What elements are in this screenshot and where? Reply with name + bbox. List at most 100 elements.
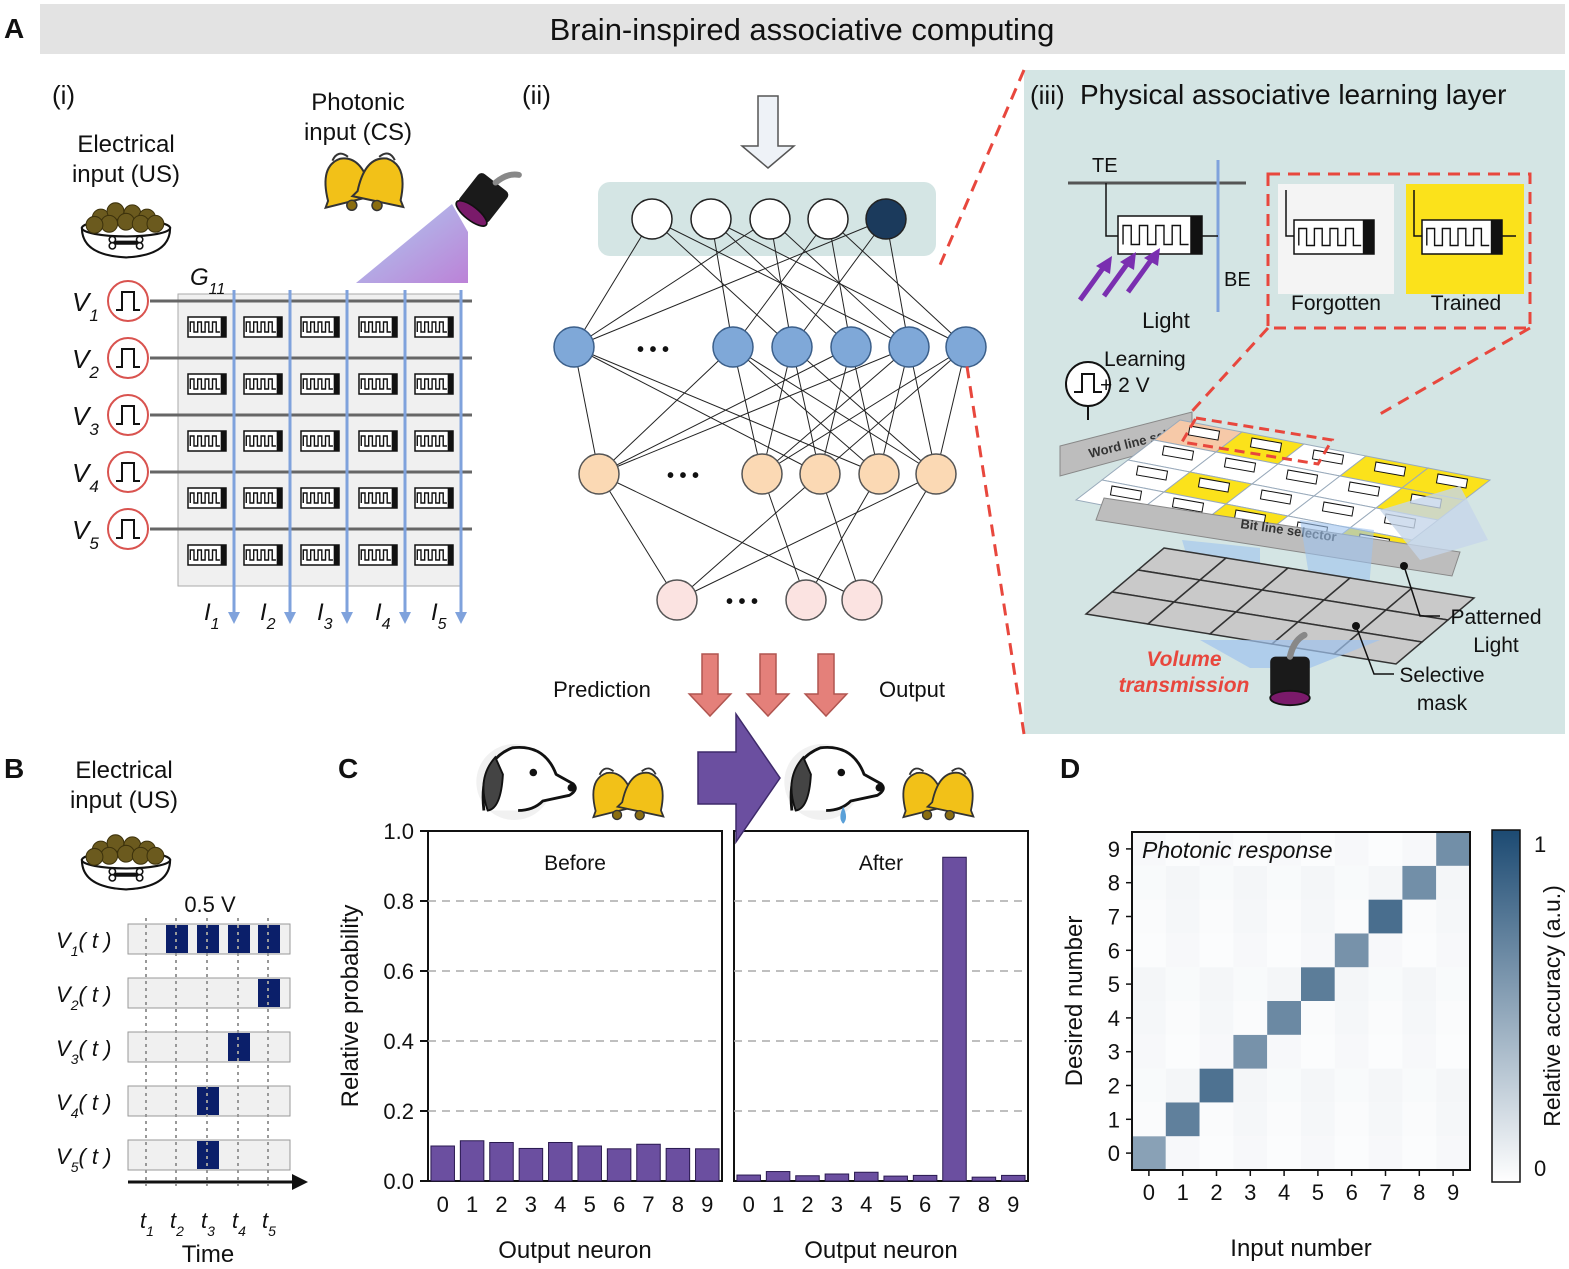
nn-edge [598, 346, 852, 475]
bone-end [108, 867, 117, 876]
electrical-input-label: input (US) [70, 787, 178, 814]
heatmap-cell [1334, 1102, 1369, 1137]
dog-eye [529, 768, 538, 777]
bar [765, 1171, 791, 1182]
light-ray [1101, 258, 1133, 298]
heatmap-cell [1402, 1068, 1437, 1103]
plot-frame [427, 830, 723, 1182]
heatmap-cell [1233, 1001, 1268, 1035]
x-tick-label: 1 [772, 1192, 784, 1217]
bar [854, 1171, 879, 1182]
heatmap-cell [1267, 1068, 1301, 1103]
neuron [865, 198, 907, 240]
y-tick-label: 4 [1108, 1006, 1120, 1031]
bone-end [135, 867, 144, 876]
heatmap-cell [1402, 832, 1437, 866]
neuron [807, 198, 849, 240]
memristor-wave [189, 378, 220, 390]
bar [736, 1174, 761, 1182]
bell-clapper [346, 199, 358, 212]
y-tick-label: 0.8 [383, 889, 414, 914]
heatmap-cell [1334, 967, 1369, 1001]
nn-edge [573, 218, 887, 348]
nn-edge [710, 218, 734, 348]
bit-line-arrow [284, 612, 296, 624]
panel-a-iii-label: (iii) [1030, 80, 1065, 110]
zoom-line [964, 359, 1026, 735]
bone-end [135, 235, 144, 244]
bell-clapper [611, 809, 623, 821]
heatmap-cell [1132, 832, 1166, 866]
ellipsis: • • • [726, 591, 758, 613]
banner-title: Brain-inspired associative computing [550, 12, 1055, 47]
bit-line-arrow [399, 612, 411, 624]
nn-edge [819, 346, 967, 475]
heatmap-cell [1368, 1068, 1403, 1103]
bell-clapper [921, 809, 933, 821]
array-memristor [1197, 477, 1231, 493]
colorbar-tick-label: 0 [1534, 1156, 1546, 1181]
pulse-wave [1074, 373, 1102, 393]
heatmap-cell [1334, 933, 1369, 968]
heatmap-cell [1165, 899, 1200, 934]
panel-a-iii: (iii)Physical associative learning layer… [938, 69, 1565, 735]
volume-transmission-label: Volume [1146, 648, 1221, 671]
light-ray-head [1120, 252, 1136, 270]
heatmap-cell [1267, 1136, 1301, 1170]
bar [636, 1143, 661, 1182]
y-tick-label: 1 [1108, 1107, 1120, 1132]
pulse-source-icon [107, 508, 149, 550]
x-tick-label: 9 [701, 1192, 713, 1217]
heatmap-title: Photonic response [1142, 837, 1333, 863]
y-tick-label: 0.2 [383, 1099, 414, 1124]
memristor-icon [358, 430, 398, 452]
memristor-electrode [220, 431, 226, 451]
heatmap-cell [1233, 865, 1268, 900]
nn-edge [573, 218, 771, 348]
heatmap-cell [1301, 865, 1335, 900]
food-pellet [85, 215, 104, 234]
time-tick-label: t2 [170, 1208, 184, 1239]
memristor-icon [300, 316, 340, 338]
y-axis-label: Relative probability [337, 905, 364, 1108]
heatmap-cell [1402, 1102, 1437, 1137]
heatmap-frame [1131, 831, 1471, 1171]
memristor-icon [243, 373, 283, 395]
lamp-lens [1269, 689, 1311, 707]
bell-loop [598, 767, 615, 776]
memristor-wave [416, 549, 447, 561]
pulse-wave [116, 405, 140, 425]
memristor-wave [245, 435, 276, 447]
light-ray-head [1144, 248, 1160, 266]
memristor-wave [360, 378, 391, 390]
x-tick-label: 7 [642, 1192, 654, 1217]
memristor-icon [414, 316, 454, 338]
heatmap-cell [1334, 1001, 1369, 1035]
neuron [578, 453, 620, 495]
array-memristor [1311, 449, 1345, 465]
memristor-wave [1426, 227, 1490, 247]
memristor-icon [187, 487, 227, 509]
heatmap-cell [1132, 1068, 1166, 1103]
memristor-electrode [333, 431, 339, 451]
y-tick-label: 6 [1108, 938, 1120, 963]
plot-frame [733, 830, 1029, 1182]
memristor-icon [187, 430, 227, 452]
memristor-wave [189, 492, 220, 504]
nn-edge [732, 218, 829, 348]
nn-edge [598, 346, 734, 475]
memristor-forgotten-icon [1293, 219, 1375, 255]
bit-line-arrow [341, 612, 353, 624]
x-tick-label: 2 [1210, 1180, 1222, 1205]
x-tick-label: 5 [890, 1192, 902, 1217]
nn-edge [850, 346, 880, 475]
heatmap-cell [1368, 967, 1403, 1001]
selective-mask-label: Selective [1399, 664, 1484, 687]
dog-nose [875, 783, 884, 792]
forgotten-label: Forgotten [1291, 292, 1381, 315]
heatmap-cell [1199, 865, 1234, 900]
panel-label-b: B [4, 753, 24, 784]
heatmap-cell [1233, 1034, 1268, 1069]
